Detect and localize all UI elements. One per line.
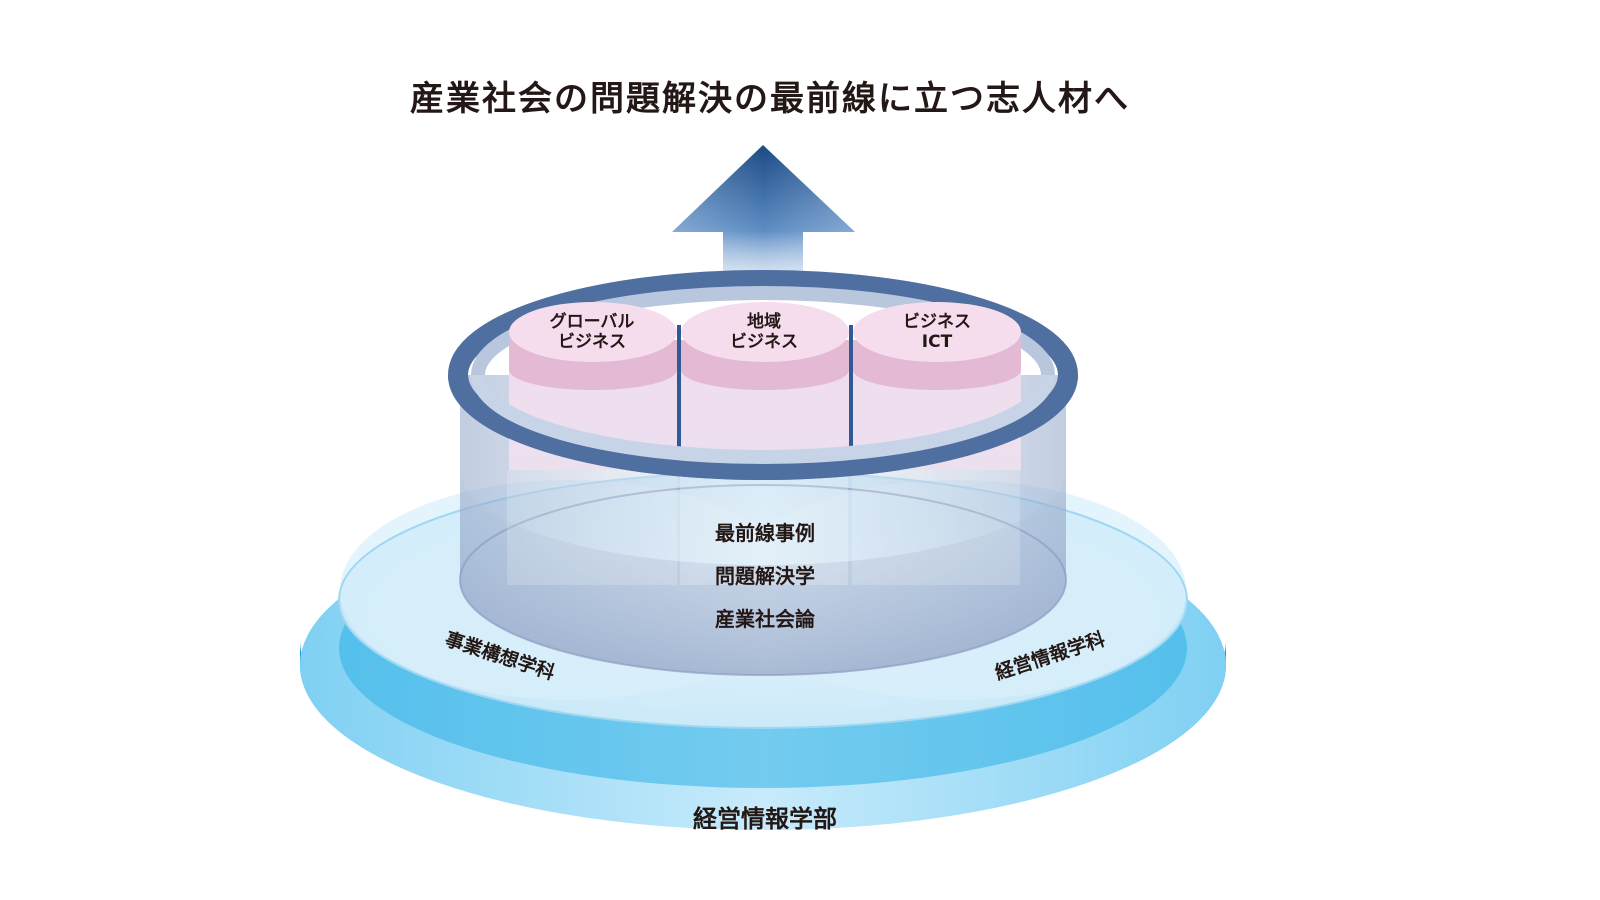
pillar-label-line2: ビジネス bbox=[558, 332, 626, 352]
pillar-label-line1: ビジネス bbox=[903, 312, 971, 332]
diagram-title: 産業社会の問題解決の最前線に立つ志人材へ bbox=[410, 79, 1130, 119]
ghost-pillar-left bbox=[507, 470, 677, 585]
cylinder-floor bbox=[459, 484, 1067, 676]
pillar-top bbox=[681, 302, 849, 362]
ghost-pillar-center bbox=[680, 470, 848, 585]
foundation-course-label: 問題解決学 bbox=[715, 564, 815, 588]
ring-front bbox=[448, 374, 1078, 480]
pillar-divider bbox=[677, 325, 681, 470]
faculty-label: 経営情報学部 bbox=[693, 805, 837, 833]
pillar-label-line1: グローバル bbox=[550, 311, 635, 332]
upward-arrow bbox=[672, 145, 855, 300]
foundation-course-label: 最前線事例 bbox=[715, 521, 815, 545]
pillar-top bbox=[509, 302, 677, 362]
arrow-highlight bbox=[672, 145, 855, 300]
pillar-top bbox=[853, 302, 1021, 362]
pillar-label-line1: 地域 bbox=[747, 311, 781, 332]
ghost-pillar-right bbox=[852, 470, 1020, 585]
pillar-label-line2: ビジネス bbox=[730, 332, 798, 352]
foundation-course-label: 産業社会論 bbox=[715, 607, 816, 631]
pillar-label-line2: ICT bbox=[922, 332, 953, 352]
ring-front-light bbox=[471, 374, 1055, 464]
cylinder-shade bbox=[460, 470, 1066, 675]
pillar-divider bbox=[849, 325, 853, 470]
pillar-regional bbox=[681, 302, 849, 470]
